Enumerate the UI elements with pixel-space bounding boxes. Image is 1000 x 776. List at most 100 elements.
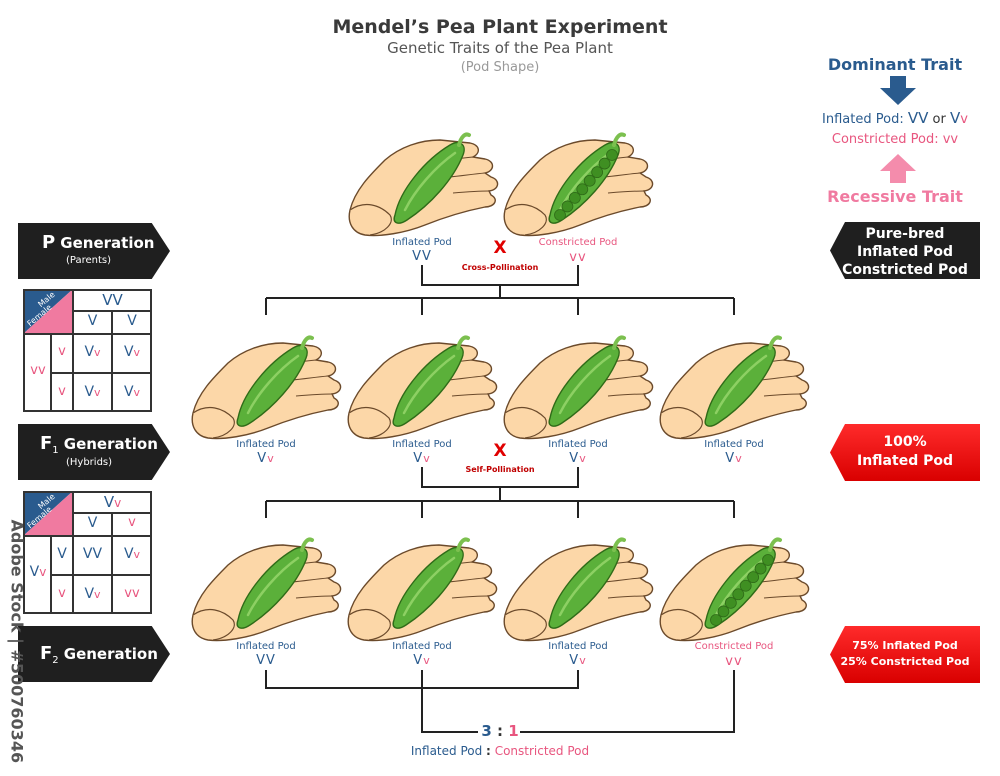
punnett-f1-cell1: VV xyxy=(82,546,103,562)
or-text: or xyxy=(932,112,946,127)
punnett-square-p: Male Female VV V V vv v v Vv Vv Vv Vv xyxy=(23,289,152,412)
f1-result-panel: 100% Inflated Pod xyxy=(830,424,980,481)
punnett-f1-top: Vv xyxy=(103,493,122,511)
f1-generation-label: F1 Generation (Hybrids) xyxy=(18,424,170,480)
recessive-arrow-icon xyxy=(880,154,916,183)
punnett-f1-row2: v xyxy=(58,586,66,601)
ratio-right: 1 xyxy=(508,722,519,740)
f1-pod-label-1: Inflated Pod xyxy=(236,439,296,450)
ratio: 3 : 1 xyxy=(470,722,530,740)
f1-generation-sub: (Hybrids) xyxy=(66,457,113,468)
punnett-f1-cell2: Vv xyxy=(123,546,141,562)
f1-pod-illustration-2 xyxy=(347,335,498,440)
f2-pod-geno-3: Vv xyxy=(569,653,587,668)
ratio-colon: : xyxy=(497,722,503,740)
f1-cross-icon: X xyxy=(493,441,507,461)
f2-result-line2: 25% Constricted Pod xyxy=(840,655,970,668)
p-generation-text: Generation xyxy=(60,234,155,252)
f2-pod-geno-2: Vv xyxy=(413,653,431,668)
punnett-p-cell1: Vv xyxy=(84,344,101,360)
constricted-legend-text: Constricted Pod: xyxy=(831,132,939,147)
p-cross-label: Cross-Pollination xyxy=(461,263,539,272)
f2-pod-illustration-4 xyxy=(659,537,810,642)
inflated-legend-text: Inflated Pod: xyxy=(822,112,904,127)
p-pod-label-1: Inflated Pod xyxy=(392,237,452,248)
page-caption: (Pod Shape) xyxy=(460,60,540,75)
constricted-legend-geno: vv xyxy=(942,132,959,147)
punnett-p-top: VV xyxy=(102,291,123,309)
p-result-line3: Constricted Pod xyxy=(842,262,968,278)
p-pod-geno-2: vv xyxy=(569,250,587,265)
f1-cross-label: Self-Pollination xyxy=(465,465,535,474)
p-pod-inflated-illustration xyxy=(348,132,499,237)
punnett-f1-left: Vv xyxy=(29,564,47,580)
p-result-line2: Inflated Pod xyxy=(857,244,953,260)
f1-pod-label-4: Inflated Pod xyxy=(704,439,764,450)
f2-pod-illustration-2 xyxy=(347,537,498,642)
p-result-line1: Pure-bred xyxy=(865,226,945,242)
recessive-trait-label: Recessive Trait xyxy=(827,187,963,206)
inflated-legend-geno1: VV xyxy=(907,109,929,127)
p-generation-letter: P xyxy=(42,232,56,253)
page-title: Mendel’s Pea Plant Experiment xyxy=(332,16,668,38)
f1-generation-text: Generation xyxy=(63,435,158,453)
f1-result-line2: Inflated Pod xyxy=(857,453,953,469)
ratio-labels-colon: : xyxy=(486,744,491,758)
f2-result-line1: 75% Inflated Pod xyxy=(852,639,958,652)
punnett-f1-row1: V xyxy=(57,546,67,562)
f1-generation-subscript: 1 xyxy=(52,445,59,457)
p-generation-sub: (Parents) xyxy=(66,255,112,266)
f1-generation-letter: F xyxy=(40,433,53,454)
punnett-p-left: vv xyxy=(30,363,46,378)
p-generation-label: P Generation (Parents) xyxy=(18,223,170,279)
f2-pod-illustration-3 xyxy=(503,537,654,642)
f2-pod-label-2: Inflated Pod xyxy=(392,641,452,652)
p-pod-geno-1: VV xyxy=(412,249,432,264)
f2-pod-geno-1: VV xyxy=(256,653,276,668)
punnett-p-cell2: Vv xyxy=(123,344,141,360)
f1-pod-geno-3: Vv xyxy=(569,451,587,466)
f2-pod-label-1: Inflated Pod xyxy=(236,641,296,652)
inflated-legend-geno2-lower: v xyxy=(960,112,968,127)
ratio-labels: Inflated Pod : Constricted Pod xyxy=(380,744,620,758)
punnett-f1-col2: v xyxy=(128,515,136,530)
f2-pod-label-3: Inflated Pod xyxy=(548,641,608,652)
punnett-p-col1: V xyxy=(87,313,98,329)
punnett-f1-cell4: vv xyxy=(124,586,140,601)
f2-result-panel: 75% Inflated Pod 25% Constricted Pod xyxy=(830,626,980,683)
constricted-legend: Constricted Pod: vv xyxy=(790,132,1000,147)
f1-pod-illustration-3 xyxy=(503,335,654,440)
watermark: Adobe Stock | #500760346 xyxy=(7,519,27,764)
f1-pod-geno-4: Vv xyxy=(725,451,743,466)
f1-pod-geno-1: Vv xyxy=(257,451,275,466)
ratio-left: 3 xyxy=(481,722,492,740)
dominant-trait-label: Dominant Trait xyxy=(827,55,963,74)
dominant-arrow-icon xyxy=(880,76,916,105)
f1-pod-label-3: Inflated Pod xyxy=(548,439,608,450)
f2-generation-label: F2 Generation xyxy=(18,626,170,682)
punnett-p-cell4: Vv xyxy=(123,384,141,400)
f1-pod-geno-2: Vv xyxy=(413,451,431,466)
inflated-legend: Inflated Pod: VV or Vv xyxy=(790,109,1000,127)
inflated-legend-geno2-upper: V xyxy=(949,109,961,127)
punnett-f1-cell3: Vv xyxy=(84,586,101,602)
p-cross-icon: X xyxy=(493,238,507,258)
punnett-square-f1: Male Female Vv V v Vv V v VV Vv Vv vv xyxy=(23,491,152,614)
f2-generation-subscript: 2 xyxy=(52,655,59,667)
f1-pod-label-2: Inflated Pod xyxy=(392,439,452,450)
punnett-f1-col1: V xyxy=(87,515,98,531)
f2-pod-label-4: Constricted Pod xyxy=(694,641,774,652)
f2-generation-text: Generation xyxy=(63,645,158,663)
ratio-left-label: Inflated Pod xyxy=(410,744,483,758)
f2-generation-letter: F xyxy=(40,643,53,664)
p-pod-label-2: Constricted Pod xyxy=(538,237,618,248)
ratio-right-label: Constricted Pod xyxy=(494,744,590,758)
f1-pod-illustration-1 xyxy=(191,335,342,440)
f1-pod-illustration-4 xyxy=(659,335,810,440)
f2-pod-geno-4: vv xyxy=(725,654,743,669)
p-pod-constricted-illustration xyxy=(503,132,654,237)
punnett-p-col2: V xyxy=(127,313,137,329)
p-result-panel: Pure-bred Inflated Pod Constricted Pod xyxy=(830,222,980,279)
